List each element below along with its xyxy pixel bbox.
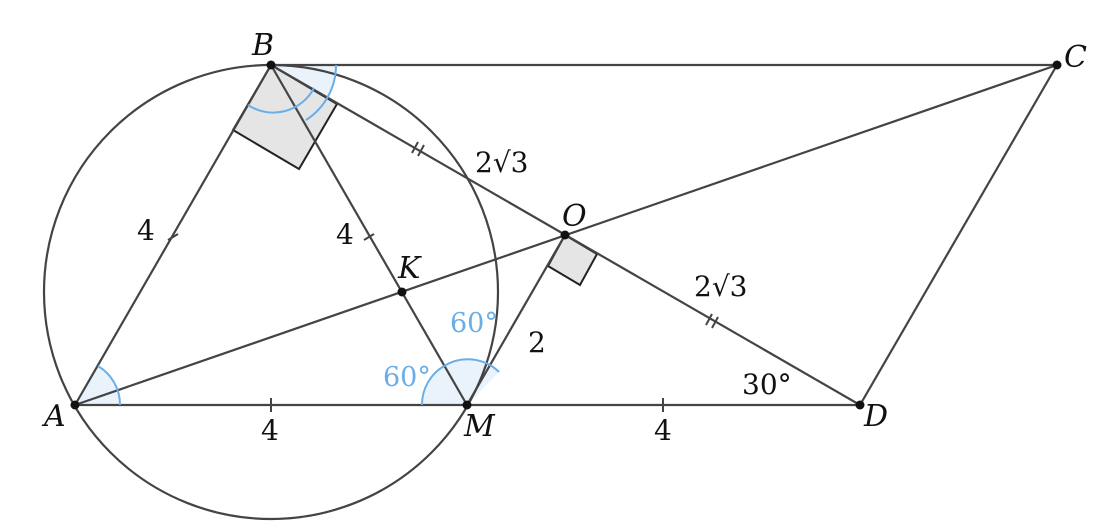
segment-MO <box>466 234 566 406</box>
double-tick-OD-2 <box>711 316 719 329</box>
point-D <box>855 400 865 410</box>
double-tick-OD-1 <box>705 313 713 326</box>
angle-fill-A <box>75 366 121 405</box>
angle-label-AMB: 60° <box>383 362 431 393</box>
label-D: D <box>863 399 888 434</box>
length-AB: 4 <box>137 214 155 247</box>
length-BM: 4 <box>336 218 354 251</box>
label-B: B <box>251 28 274 63</box>
tick-BM <box>363 233 375 241</box>
point-B <box>266 60 276 70</box>
double-tick-BO-2 <box>417 144 425 157</box>
label-M: M <box>463 409 496 444</box>
angle-label-BMO: 60° <box>450 308 498 339</box>
point-O <box>560 230 570 240</box>
length-BO: 2√3 <box>475 146 528 179</box>
angle-arc-B-inner <box>247 87 315 114</box>
label-K: K <box>397 251 422 286</box>
length-MO: 2 <box>528 326 546 359</box>
label-A: A <box>41 399 66 434</box>
angle-arc-A <box>97 365 122 406</box>
angle-label-ODM: 30° <box>742 368 792 401</box>
label-O: O <box>562 199 587 234</box>
angle-fill-M-right <box>444 359 499 405</box>
length-OD: 2√3 <box>694 270 747 303</box>
length-AM: 4 <box>261 414 279 447</box>
point-C <box>1052 60 1062 70</box>
angle-arc-M-right <box>443 358 500 373</box>
point-K <box>397 287 407 297</box>
segment-AB <box>74 64 272 406</box>
angle-arc-M-left <box>420 365 445 406</box>
length-MD: 4 <box>654 414 672 447</box>
double-tick-BO-1 <box>411 141 419 154</box>
angle-arc-B-outer <box>305 64 338 121</box>
right-angle-marker-O <box>546 233 599 287</box>
label-C: C <box>1064 40 1087 75</box>
point-M <box>462 400 472 410</box>
tick-AB <box>167 233 179 241</box>
segment-BM <box>270 64 468 406</box>
segment-CD <box>859 64 1058 406</box>
point-A <box>70 400 80 410</box>
